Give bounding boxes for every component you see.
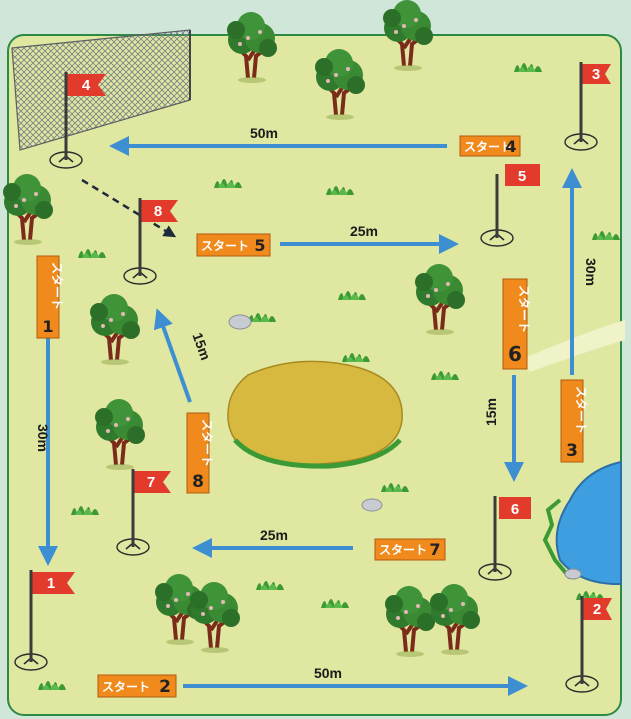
start-badge-5: スタート 5 bbox=[197, 234, 270, 256]
rock-3 bbox=[565, 569, 581, 579]
flag-number: 5 bbox=[518, 168, 526, 185]
svg-text:スタート: スタート bbox=[50, 262, 64, 310]
start-badge-2: スタート 2 bbox=[98, 675, 176, 697]
flag-number: 1 bbox=[47, 575, 55, 592]
distance-label-4: 50m bbox=[250, 125, 278, 141]
distance-label-1: 30m bbox=[35, 424, 51, 452]
svg-text:1: 1 bbox=[42, 317, 53, 336]
svg-text:スタート: スタート bbox=[574, 386, 588, 434]
svg-text:4: 4 bbox=[505, 137, 516, 156]
svg-text:スタート: スタート bbox=[517, 285, 531, 333]
svg-text:3: 3 bbox=[566, 441, 578, 461]
rock-1 bbox=[229, 315, 251, 329]
rock-2 bbox=[362, 499, 382, 511]
flag-number: 7 bbox=[147, 474, 155, 491]
start-badge-7: スタート 7 bbox=[375, 539, 445, 560]
svg-text:5: 5 bbox=[254, 236, 265, 255]
flag-number: 2 bbox=[593, 601, 601, 618]
distance-label-6: 15m bbox=[483, 398, 499, 426]
distance-label-2: 50m bbox=[314, 665, 342, 681]
svg-text:7: 7 bbox=[429, 540, 440, 559]
distance-label-7: 25m bbox=[260, 527, 288, 543]
sand-bunker bbox=[228, 361, 402, 464]
svg-text:2: 2 bbox=[159, 677, 171, 697]
flag-number: 8 bbox=[154, 203, 162, 220]
start-badge-6: スタート 6 bbox=[503, 279, 531, 369]
start-badge-4: スタート 4 bbox=[460, 136, 520, 156]
flag-number: 6 bbox=[511, 501, 519, 518]
svg-text:スタート: スタート bbox=[201, 239, 249, 253]
svg-text:スタート: スタート bbox=[102, 680, 150, 694]
svg-text:スタート: スタート bbox=[379, 543, 427, 557]
svg-text:8: 8 bbox=[192, 472, 204, 492]
svg-text:スタート: スタート bbox=[200, 419, 214, 467]
flag-number: 4 bbox=[82, 77, 91, 94]
distance-label-5: 25m bbox=[350, 223, 378, 239]
svg-text:6: 6 bbox=[508, 342, 522, 366]
flag-number: 3 bbox=[592, 66, 600, 83]
distance-label-3: 30m bbox=[583, 258, 599, 286]
